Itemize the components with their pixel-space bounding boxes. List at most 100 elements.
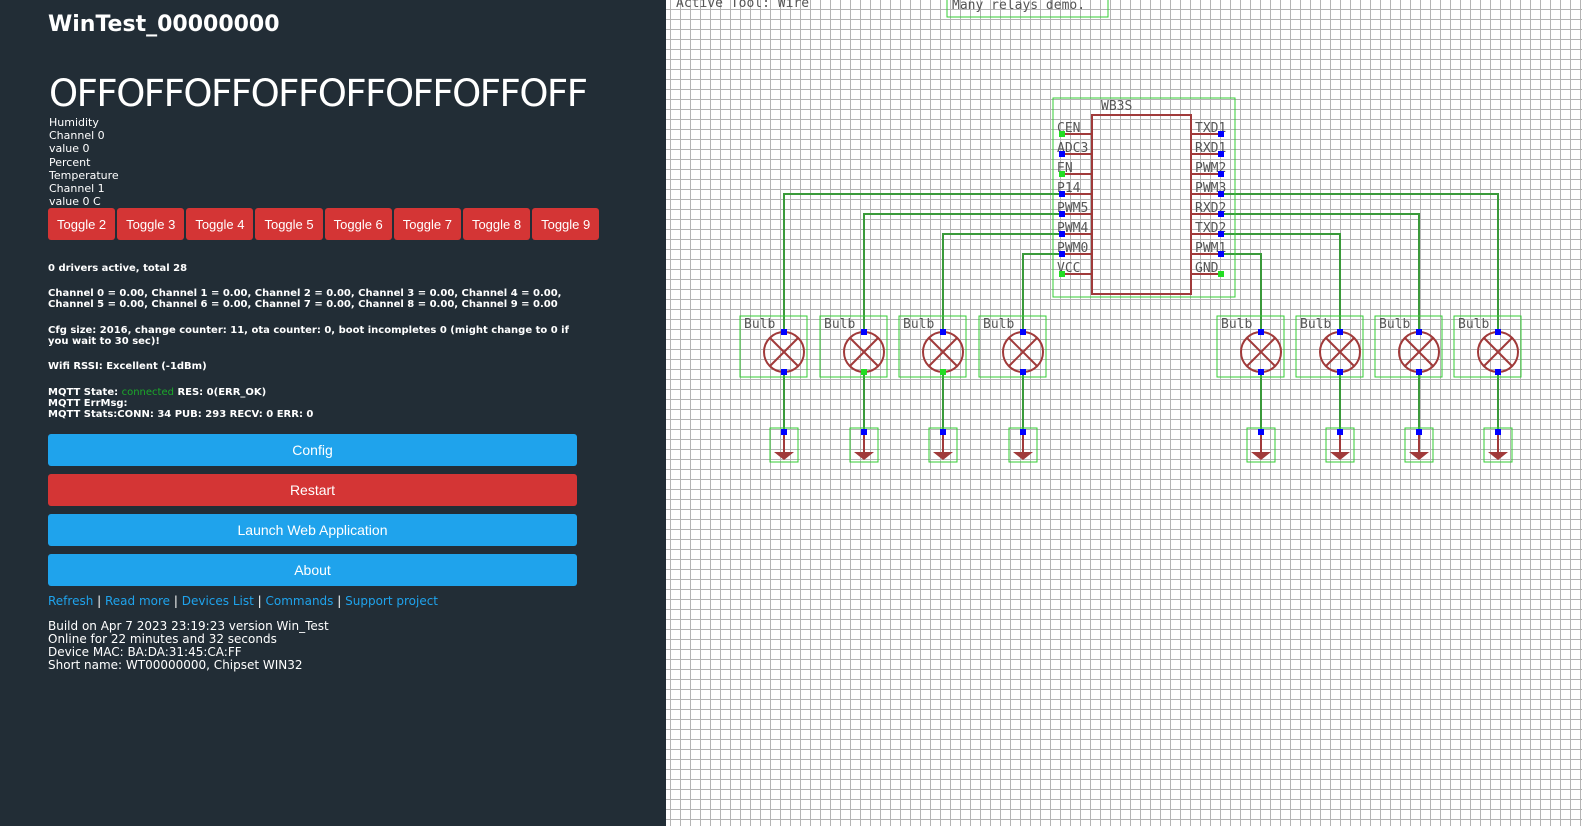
toggle-3-button[interactable]: Toggle 3 [117,208,185,240]
active-tool-label: Active Tool: Wire [676,0,809,11]
ground-3[interactable] [928,427,958,463]
schematic-svg[interactable]: Active Tool: Wire Many relays demo. WB3S… [666,0,1582,826]
bulb-label: Bulb [1221,317,1252,332]
toggle-4-button[interactable]: Toggle 4 [186,208,254,240]
pin-dot[interactable] [1059,151,1065,157]
wire[interactable] [1221,253,1262,332]
ground-pin[interactable] [940,429,946,435]
bulb-6[interactable]: Bulb [1295,315,1364,378]
ground-2[interactable] [849,427,879,463]
pin-dot[interactable] [1218,271,1224,277]
ground-pin[interactable] [861,429,867,435]
demo-label-box[interactable] [946,0,1109,18]
ground-4[interactable] [1008,427,1038,463]
wire[interactable] [1221,233,1341,332]
wire[interactable] [783,193,1062,332]
refresh-link[interactable]: Refresh [48,594,94,608]
pin-dot[interactable] [1218,131,1224,137]
pin-dot[interactable] [1059,131,1065,137]
pin-dot[interactable] [1059,171,1065,177]
launch-web-app-button[interactable]: Launch Web Application [48,514,577,546]
bulb-pin[interactable] [940,369,946,375]
pin-dot[interactable] [1218,151,1224,157]
pin-dot[interactable] [1218,211,1224,217]
ground-pin[interactable] [1416,429,1422,435]
restart-button[interactable]: Restart [48,474,577,506]
bulb-label: Bulb [1379,317,1410,332]
build-line: Build on Apr 7 2023 23:19:23 version Win… [48,619,329,633]
toggle-8-button[interactable]: Toggle 8 [462,208,531,240]
pin-dot[interactable] [1218,191,1224,197]
bulb-3[interactable]: Bulb [898,315,967,378]
wire[interactable] [1221,213,1420,332]
pin-dot[interactable] [1059,231,1065,237]
bulb-pin[interactable] [1416,369,1422,375]
ground-icon [854,452,874,460]
bulb-pin[interactable] [1020,369,1026,375]
ground-1[interactable] [769,427,799,463]
bulb-pin[interactable] [1495,329,1501,335]
about-button[interactable]: About [48,554,577,586]
bulb-pin[interactable] [861,369,867,375]
bulb-8[interactable]: Bulb [1453,315,1522,378]
bulb-selection-box [1374,315,1443,378]
wire[interactable] [1022,253,1062,332]
toggle-9-button[interactable]: Toggle 9 [532,208,600,240]
bulb-7[interactable]: Bulb [1374,315,1443,378]
wire[interactable] [1221,193,1499,332]
toggle-2-button[interactable]: Toggle 2 [48,208,116,240]
build-line: Device MAC: BA:DA:31:45:CA:FF [48,645,242,659]
bulb-pin[interactable] [1337,369,1343,375]
ground-selection-box [1483,427,1513,463]
bulb-pin[interactable] [781,369,787,375]
bulb-selection-box [978,315,1047,378]
bulb-label: Bulb [903,317,934,332]
devices-list-link[interactable]: Devices List [181,594,254,608]
toggle-6-button[interactable]: Toggle 6 [324,208,392,240]
bulb-pin[interactable] [940,329,946,335]
bulb-selection-box [819,315,888,378]
ground-icon [1488,452,1508,460]
pin-dot[interactable] [1059,211,1065,217]
pins-group: CENADC3ENP14PWM5PWM4PWM0VCCTXD1RXD1PWM2P… [1057,121,1226,277]
schematic-canvas[interactable]: Active Tool: Wire Many relays demo. WB3S… [666,0,1582,826]
bulb-selection-box [1453,315,1522,378]
ground-pin[interactable] [1258,429,1264,435]
bulb-1[interactable]: Bulb [739,315,808,378]
pin-dot[interactable] [1059,191,1065,197]
bulb-pin[interactable] [861,329,867,335]
pin-dot[interactable] [1218,251,1224,257]
bulb-pin[interactable] [1416,329,1422,335]
bulb-5[interactable]: Bulb [1216,315,1285,378]
toggle-7-button[interactable]: Toggle 7 [393,208,461,240]
bulb-pin[interactable] [1020,329,1026,335]
ground-pin[interactable] [1337,429,1343,435]
pin-dot[interactable] [1218,231,1224,237]
pin-dot[interactable] [1059,251,1065,257]
ground-pin[interactable] [1020,429,1026,435]
bulb-pin[interactable] [1258,329,1264,335]
wire[interactable] [942,233,1062,332]
support-project-link[interactable]: Support project [345,594,439,608]
ground-pin[interactable] [781,429,787,435]
config-button[interactable]: Config [48,434,577,466]
wb3s-chip[interactable]: WB3S [1052,97,1236,298]
bulb-4[interactable]: Bulb [978,315,1047,378]
bulb-pin[interactable] [1495,369,1501,375]
ground-pin[interactable] [1495,429,1501,435]
bulb-2[interactable]: Bulb [819,315,888,378]
chip-body [1091,114,1192,295]
wire[interactable] [863,213,1062,332]
bulb-pin[interactable] [781,329,787,335]
bulb-pin[interactable] [1337,329,1343,335]
pin-dot[interactable] [1218,171,1224,177]
ground-5[interactable] [1246,427,1276,463]
commands-link[interactable]: Commands [265,594,334,608]
toggle-5-button[interactable]: Toggle 5 [255,208,323,240]
ground-8[interactable] [1483,427,1513,463]
pin-dot[interactable] [1059,271,1065,277]
ground-6[interactable] [1325,427,1355,463]
ground-7[interactable] [1404,427,1434,463]
read-more-link[interactable]: Read more [105,594,171,608]
bulb-pin[interactable] [1258,369,1264,375]
